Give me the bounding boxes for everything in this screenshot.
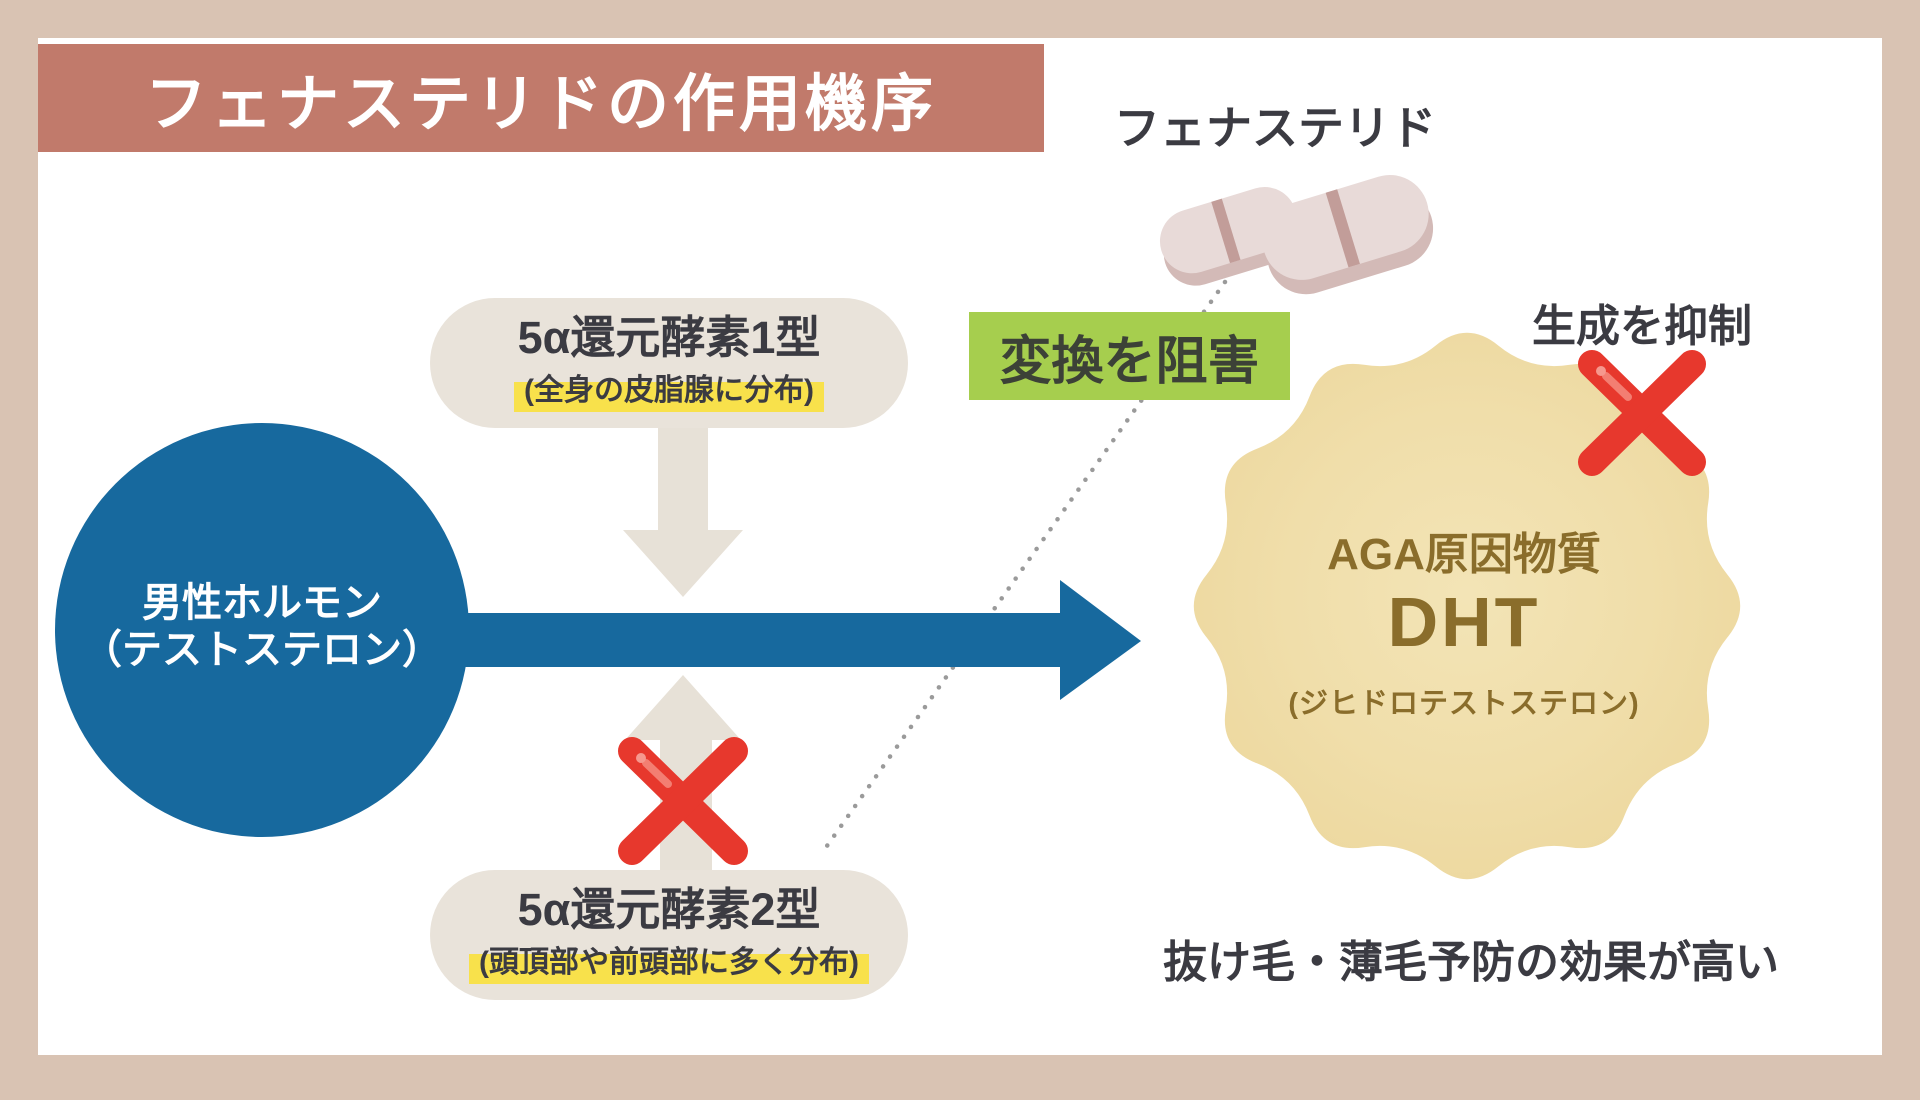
pill-icon [1262,174,1434,295]
enzyme-type2-name: 5α還元酵素2型 [517,884,821,936]
enzyme-type1-capsule: 5α還元酵素1型 (全身の皮脂腺に分布) [430,298,908,428]
title-banner: フェナステリドの作用機序 [38,44,1044,152]
inhibition-dotted-line [819,279,1228,856]
hormone-line2: （テストステロン） [82,628,442,673]
x-mark-icon [618,737,748,865]
drug-label: フェナステリド [1114,102,1436,154]
hormone-circle-label: 男性ホルモン （テストステロン） [42,580,482,674]
conversion-arrow [430,580,1141,700]
conversion-block-badge: 変換を阻害 [969,312,1290,400]
enzyme-type2-location: (頭頂部や前頭部に多く分布) [469,936,869,984]
footer-note: 抜け毛・薄毛予防の効果が高い [1163,938,1779,987]
enzyme1-arrow [623,420,743,597]
enzyme-type1-location: (全身の皮脂腺に分布) [514,364,824,412]
hormone-circle-shape [55,423,469,837]
enzyme-type1-name: 5α還元酵素1型 [517,312,821,364]
x-mark-icon [1578,350,1706,476]
enzyme-type2-capsule: 5α還元酵素2型 (頭頂部や前頭部に多く分布) [430,870,908,1000]
dht-subname: (ジヒドロテストステロン) [1288,688,1640,720]
suppress-label: 生成を抑制 [1532,302,1752,351]
dht-tag: AGA原因物質 [1327,530,1601,579]
pill-icon [1159,187,1301,286]
page-title: フェナステリドの作用機序 [144,70,937,139]
dht-name: DHT [1387,583,1541,661]
hormone-line1: 男性ホルモン [142,581,382,625]
